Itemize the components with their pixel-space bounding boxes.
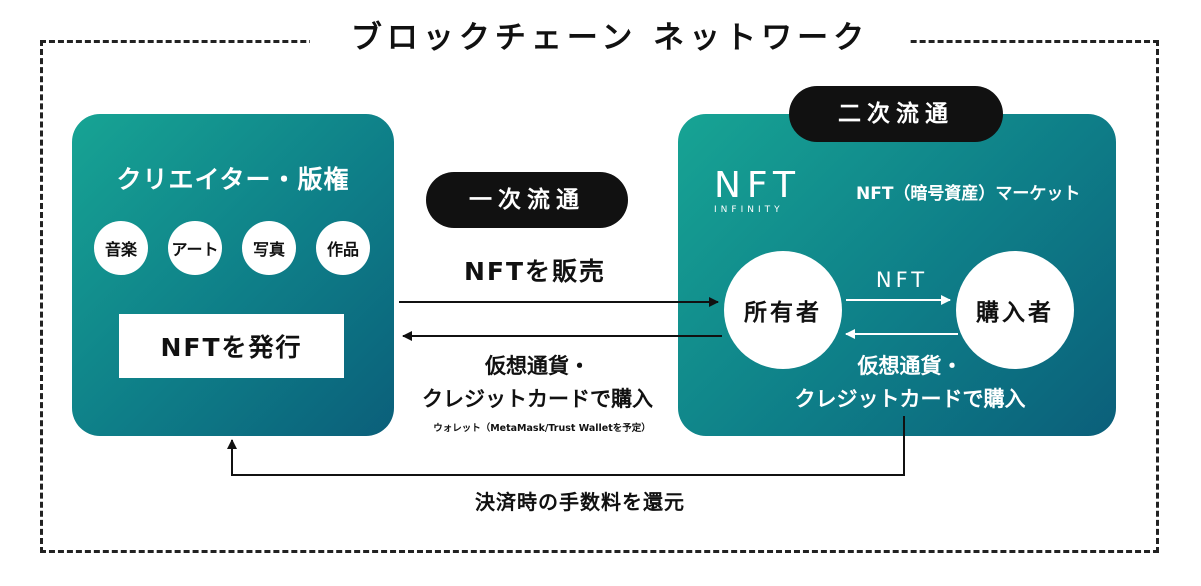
buyer-circle: 購入者 (956, 251, 1074, 369)
genre-photo: 写真 (242, 221, 296, 275)
genre-work: 作品 (316, 221, 370, 275)
wallet-note: ウォレット（MetaMask/Trust Walletを予定） (433, 423, 651, 434)
royalty-arrow (227, 416, 905, 476)
owner-circle: 所有者 (724, 251, 842, 369)
secondary-payment-label: 仮想通貨・ クレジットカードで購入 (760, 350, 1060, 416)
creator-title: クリエイター・版権 (116, 165, 350, 194)
network-title: ブロックチェーン ネットワーク (310, 16, 910, 60)
nft-infinity-logo: NFT INFINITY (714, 165, 801, 216)
secondary-payment-line-2: クレジットカードで購入 (794, 387, 1026, 411)
primary-payment-line-1: 仮想通貨・ (485, 354, 590, 378)
genre-art: アート (168, 221, 222, 275)
sell-nft-label: NFTを販売 (463, 257, 607, 286)
issue-nft-label: NFTを発行 (160, 333, 303, 362)
royalty-label: 決済時の手数料を還元 (475, 490, 685, 514)
genre-music: 音楽 (94, 221, 148, 275)
issue-nft-box: NFTを発行 (119, 314, 344, 378)
primary-payment-line-2: クレジットカードで購入 (422, 387, 653, 411)
primary-payment-label: 仮想通貨・ クレジットカードで購入 (405, 350, 670, 416)
market-label: NFT（暗号資産）マーケット (856, 184, 1081, 204)
transfer-nft-label: NFT (875, 268, 929, 292)
primary-distribution-pill: 一次流通 (426, 172, 628, 228)
logo-sub-text: INFINITY (714, 205, 784, 215)
logo-main-text: NFT (714, 165, 801, 206)
creator-panel (72, 114, 394, 436)
secondary-distribution-pill: 二次流通 (789, 86, 1003, 142)
secondary-payment-line-1: 仮想通貨・ (857, 354, 963, 378)
